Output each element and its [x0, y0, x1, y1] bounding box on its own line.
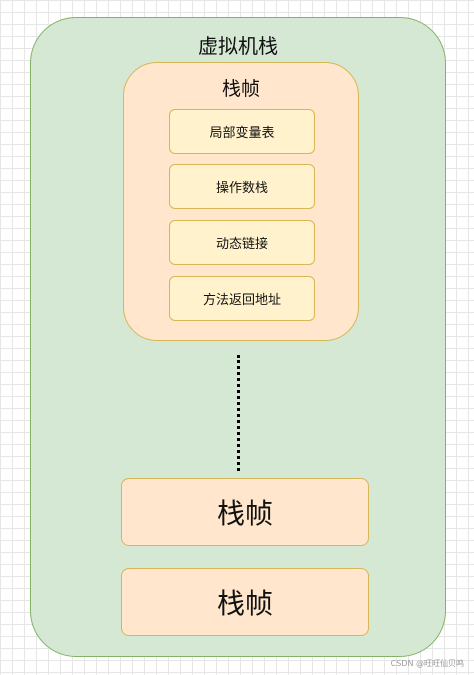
local-variable-table: 局部变量表	[169, 109, 315, 154]
jvm-stack-container: 虚拟机栈 栈帧 局部变量表 操作数栈 动态链接 方法返回地址 栈帧 栈帧	[30, 17, 446, 657]
stack-frame-expanded: 栈帧 局部变量表 操作数栈 动态链接 方法返回地址	[123, 62, 359, 341]
return-address: 方法返回地址	[169, 276, 315, 321]
ellipsis-dots	[237, 355, 240, 471]
stack-frame-collapsed: 栈帧	[121, 478, 369, 546]
stack-frame-collapsed: 栈帧	[121, 568, 369, 636]
stack-frame-title: 栈帧	[221, 78, 260, 100]
operand-stack: 操作数栈	[169, 164, 315, 209]
dynamic-linking: 动态链接	[169, 220, 315, 265]
jvm-stack-title: 虚拟机栈	[198, 34, 278, 58]
watermark: CSDN @旺旺仙贝鸣	[390, 659, 464, 668]
